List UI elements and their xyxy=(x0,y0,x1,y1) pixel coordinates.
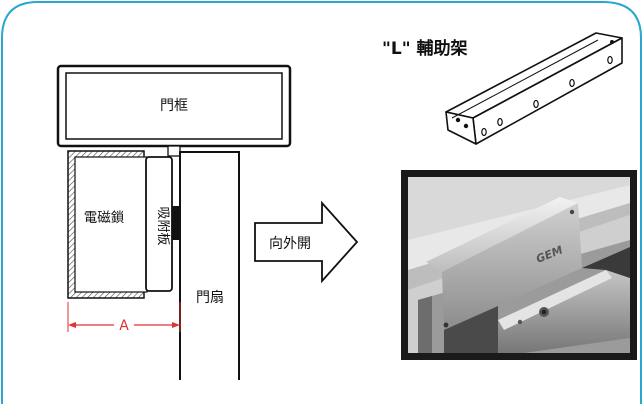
frame-stop xyxy=(167,145,181,157)
l-bracket-label: "L" 輔助架 xyxy=(382,38,467,59)
magnetic-lock-label: 電磁鎖 xyxy=(84,210,125,226)
door-frame-label: 門框 xyxy=(160,98,188,114)
door-leaf xyxy=(179,151,240,380)
dimension-a xyxy=(67,302,181,332)
door-leaf-label: 門扇 xyxy=(196,290,224,306)
dimension-a-label: A xyxy=(119,318,129,334)
armature-spacer xyxy=(172,206,180,240)
magnetic-lock-body xyxy=(74,156,148,293)
door-frame-inner xyxy=(65,72,283,140)
open-outward-label: 向外開 xyxy=(269,236,311,252)
installed-lock-photo: GEM xyxy=(408,177,630,353)
armature-plate-label: 吸附板 xyxy=(155,206,170,245)
open-outward-arrow xyxy=(254,200,359,284)
l-bracket-holes xyxy=(455,39,614,137)
l-bracket xyxy=(445,32,623,145)
